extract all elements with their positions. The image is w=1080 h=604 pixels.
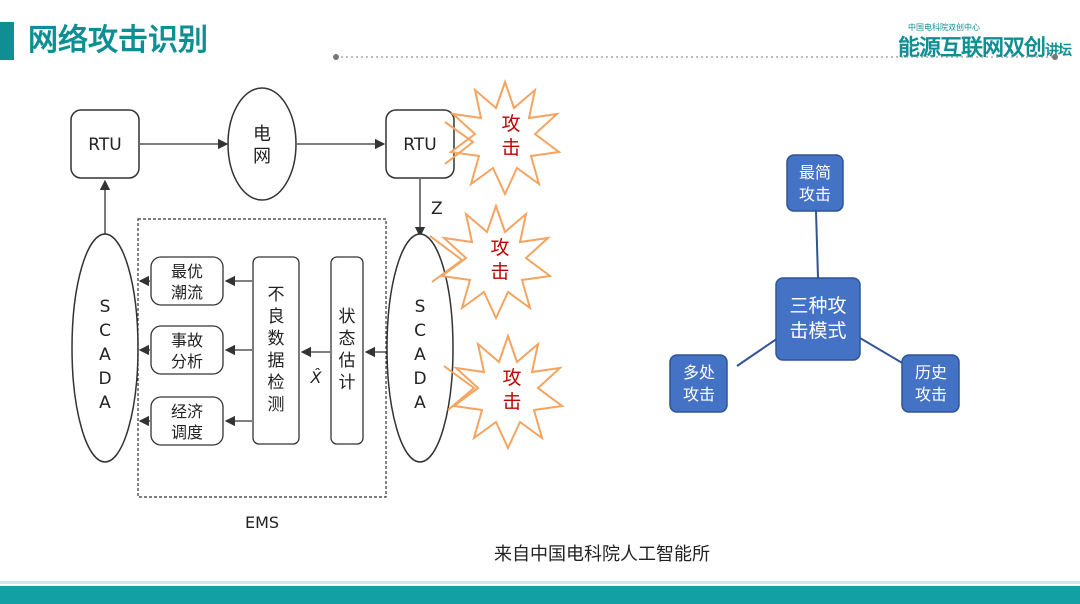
attack-star-2: 攻 击 [429,202,553,321]
state-est-char-2: 态 [339,329,356,349]
center-mode-line-2: 击模式 [789,320,846,342]
left-mode-line-2: 攻击 [683,385,715,404]
bad-data-char-2: 良 [268,307,285,327]
grid-label-2: 网 [253,146,271,167]
connector-left [736,337,779,367]
divider-dot-right [1052,54,1058,60]
scada-right-a1: A [414,345,426,365]
page-title: 网络攻击识别 [28,23,208,58]
right-mode-line-2: 攻击 [915,385,947,404]
bad-data-char-3: 数 [268,329,285,349]
source-caption: 来自中国电科院人工智能所 [494,544,710,565]
scada-right-ellipse [386,233,454,463]
divider-dot-left [333,54,339,60]
accident-box [150,325,224,375]
attack-1-char-1: 攻 [501,113,520,135]
state-est-char-1: 状 [339,307,356,327]
bad-data-char-6: 测 [268,395,285,415]
opt-flow-box [150,256,224,306]
ems-label: EMS [245,513,279,532]
center-mode-box [775,277,861,361]
attack-3-char-2: 击 [502,391,521,413]
state-est-char-4: 计 [339,373,356,393]
scada-right-c: C [414,321,426,341]
scada-right-d: D [413,369,426,389]
state-est-char-3: 估 [339,351,356,371]
attack-1-char-2: 击 [501,137,520,159]
footer-bar [0,586,1080,604]
bad-data-char-1: 不 [268,285,285,305]
ems-box [137,218,387,498]
xhat-label: X̂ [310,368,323,387]
connector-top [815,210,819,279]
scada-left-d: D [98,369,111,389]
scada-right-s: S [415,297,426,317]
opt-flow-label-1: 最优 [171,262,203,281]
top-mode-line-2: 攻击 [799,185,831,204]
accident-label-1: 事故 [171,331,203,350]
bad-data-char-5: 检 [268,373,285,393]
accident-label-2: 分析 [171,352,203,371]
logo-suffix: 讲坛 [1045,43,1072,59]
attack-2-char-1: 攻 [490,237,509,259]
attack-2-char-2: 击 [490,261,509,283]
top-mode-line-1: 最简 [799,163,831,182]
rtu-right-box [385,109,455,179]
z-label: Z [431,199,443,219]
connector-right [859,337,905,365]
scada-left-c: C [99,321,111,341]
econ-label-2: 调度 [171,423,203,442]
left-mode-line-1: 多处 [683,363,715,382]
scada-left-a1: A [99,345,111,365]
bad-data-char-4: 据 [268,351,285,371]
attack-star-1: 攻 击 [444,78,562,197]
scada-left-s: S [100,297,111,317]
center-mode-line-1: 三种攻 [789,295,846,317]
bad-data-box [252,256,300,445]
state-est-box [330,256,364,445]
rtu-right-label: RTU [403,135,436,155]
title-accent-bar [0,22,14,60]
opt-flow-label-2: 潮流 [171,283,203,302]
econ-box [150,396,224,446]
right-mode-line-1: 历史 [915,363,947,382]
attack-3-char-1: 攻 [502,367,521,389]
logo-subtitle: 中国电科院双创中心 [908,23,980,32]
grid-label-1: 电 [253,124,271,145]
attack-star-3: 攻 击 [443,332,565,451]
top-mode-box [786,154,844,212]
scada-left-a2: A [99,393,111,413]
rtu-left-label: RTU [88,135,121,155]
scada-right-a2: A [414,393,426,413]
econ-label-1: 经济 [171,402,203,421]
left-mode-box [669,354,728,413]
footer-line [0,581,1080,584]
right-mode-box [901,354,960,413]
rtu-left-box [70,109,140,179]
